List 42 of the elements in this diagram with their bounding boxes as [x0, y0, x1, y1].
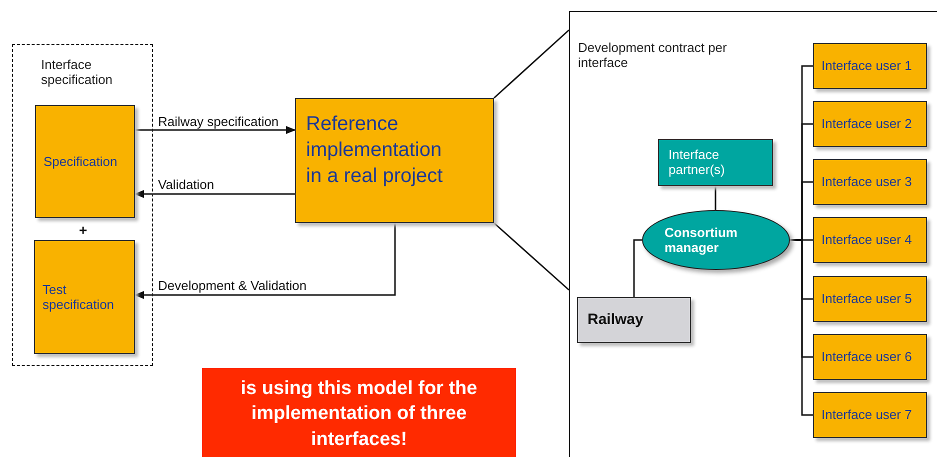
connector-line — [633, 239, 642, 297]
node-label: Test specification — [42, 282, 116, 312]
node-label: is using this model for the implementation of three interfaces! — [240, 376, 478, 452]
process-box — [812, 42, 926, 88]
connector-line — [494, 222, 570, 291]
node-label: Specification — [44, 154, 118, 168]
process-box — [812, 216, 926, 262]
arrow — [134, 223, 396, 299]
connector-line — [494, 29, 570, 99]
node-label: Interface user 7 — [822, 407, 912, 422]
detail-panel — [569, 11, 937, 457]
process-box — [812, 100, 926, 146]
process-box — [812, 334, 926, 380]
plus-sign: + — [79, 222, 88, 238]
connector-line — [714, 186, 716, 210]
node-label: Interface specification — [41, 57, 114, 87]
edge-label: Development & Validation — [157, 278, 308, 293]
node-label: Interface partner(s) — [668, 146, 726, 176]
node-label: Consortium manager — [664, 224, 738, 254]
arrow — [135, 126, 296, 134]
node-label: Interface user 2 — [822, 116, 912, 131]
node-label: Interface user 3 — [822, 174, 912, 189]
node-label: Interface user 4 — [822, 232, 912, 247]
arrow — [134, 190, 295, 198]
edge-label: Validation — [157, 177, 216, 192]
process-box — [34, 240, 134, 354]
highlight-banner — [202, 368, 516, 457]
process-box — [812, 158, 926, 204]
process-box — [658, 138, 772, 186]
process-box — [812, 392, 926, 438]
node-label: Reference implementation in a real project — [306, 112, 444, 189]
process-box — [812, 276, 926, 322]
node-label: Interface user 6 — [822, 349, 912, 364]
process-box — [576, 296, 690, 342]
node-label: Interface user 5 — [822, 291, 912, 306]
process-box — [34, 104, 134, 218]
edge-label: Railway specification — [157, 114, 280, 129]
node-label: Development contract per interface — [578, 40, 728, 70]
node-label: Interface user 1 — [822, 58, 912, 73]
dashed-group-frame — [12, 44, 153, 366]
process-box — [295, 98, 494, 223]
node-label: Railway — [588, 311, 644, 328]
